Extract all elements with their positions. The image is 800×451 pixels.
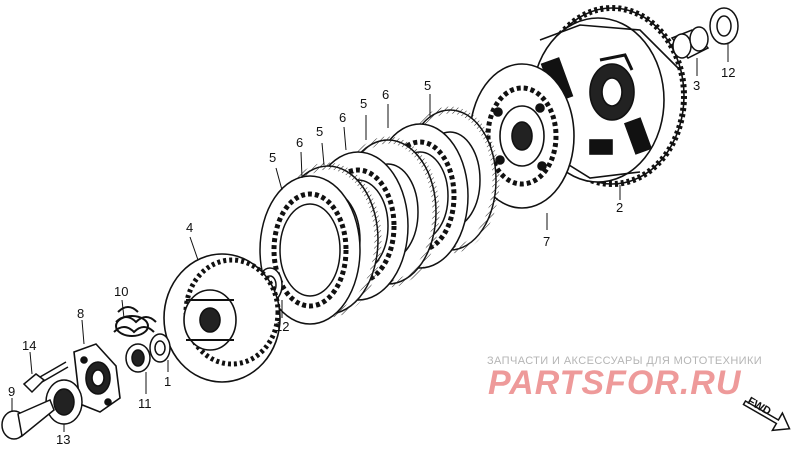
callout-5c: 5 <box>360 96 367 111</box>
arrow-icon <box>742 399 791 432</box>
callout-5a: 5 <box>269 150 276 165</box>
washer-top <box>709 7 739 45</box>
callout-2: 2 <box>616 200 623 215</box>
callout-5d: 5 <box>424 78 431 93</box>
callout-3: 3 <box>693 78 700 93</box>
release-bearing <box>45 379 83 425</box>
callout-6c: 6 <box>382 87 389 102</box>
callout-7: 7 <box>543 234 550 249</box>
callout-11: 11 <box>138 396 152 411</box>
callout-13: 13 <box>56 432 70 447</box>
washer-small <box>149 333 171 363</box>
callout-1: 1 <box>164 374 171 389</box>
callouts: 1 2 3 4 5 5 5 5 6 6 6 7 8 9 10 11 12 12 … <box>8 65 735 447</box>
callout-4: 4 <box>186 220 193 235</box>
leader-lines <box>11 44 729 432</box>
pressure-plate <box>163 253 281 383</box>
clutch-spring <box>113 306 157 337</box>
plate-stack <box>259 106 500 325</box>
callout-10: 10 <box>114 284 128 299</box>
callout-12a: 12 <box>721 65 735 80</box>
callout-9: 9 <box>8 384 15 399</box>
callout-12b: 12 <box>275 319 289 334</box>
callout-6b: 6 <box>339 110 346 125</box>
bolt-part <box>22 361 69 394</box>
callout-14: 14 <box>22 338 36 353</box>
collar-part <box>670 26 710 59</box>
forward-direction-indicator: FWD <box>732 382 800 447</box>
push-pin <box>1 399 55 440</box>
lifter-plate <box>73 343 121 413</box>
bearing-part <box>125 343 151 373</box>
callout-8: 8 <box>77 306 84 321</box>
callout-5b: 5 <box>316 124 323 139</box>
callout-6a: 6 <box>296 135 303 150</box>
